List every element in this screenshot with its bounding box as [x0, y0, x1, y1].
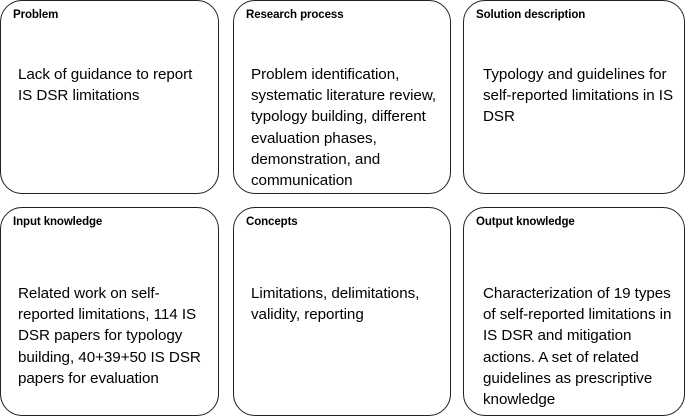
cell-body-output-knowledge: Characterization of 19 types of self-rep… — [483, 285, 672, 409]
cell-research-process: Research process Problem identification,… — [233, 0, 451, 194]
cell-label-input-knowledge: Input knowledge — [13, 216, 103, 228]
cell-label-solution-description: Solution description — [476, 9, 586, 21]
cell-body-research-process: Problem identification, systematic liter… — [251, 66, 437, 190]
cell-label-concepts: Concepts — [246, 216, 298, 228]
cell-body-solution-description: Typology and guidelines for self-reporte… — [483, 66, 674, 126]
cell-label-output-knowledge: Output knowledge — [476, 216, 575, 228]
cell-label-research-process: Research process — [246, 9, 344, 21]
cell-label-problem: Problem — [13, 9, 59, 21]
cell-concepts: Concepts Limitations, delimitations, val… — [233, 207, 451, 416]
cell-body-problem: Lack of guidance to report IS DSR limita… — [18, 66, 193, 105]
cell-input-knowledge: Input knowledge Related work on self-rep… — [0, 207, 219, 416]
cell-body-input-knowledge: Related work on self-reported limitation… — [18, 285, 201, 387]
cell-solution-description: Solution description Typology and guidel… — [463, 0, 685, 194]
cell-body-concepts: Limitations, delimitations, validity, re… — [251, 285, 420, 324]
cell-problem: Problem Lack of guidance to report IS DS… — [0, 0, 219, 194]
cell-output-knowledge: Output knowledge Characterization of 19 … — [463, 207, 685, 416]
